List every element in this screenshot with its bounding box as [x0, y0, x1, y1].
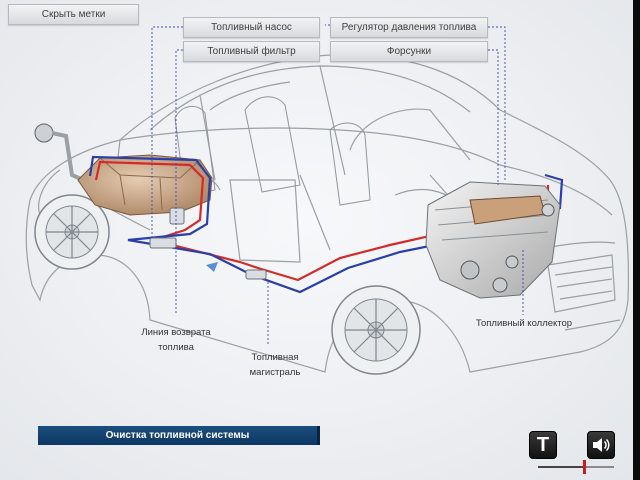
fuel-line-label: Топливная магистраль	[232, 350, 318, 380]
sound-button[interactable]	[587, 431, 615, 459]
rear-wheel	[34, 194, 110, 270]
fuel-tank	[77, 154, 213, 216]
leader-lines	[151, 24, 524, 345]
section-title-bar: Очистка топливной системы	[38, 426, 320, 445]
fuel-filter-unit	[149, 207, 267, 280]
flow-arrow	[206, 262, 218, 272]
return-line-label-line1: Линия возврата	[141, 327, 211, 338]
volume-slider-fill	[538, 466, 584, 468]
fuel-filler	[34, 123, 89, 184]
text-toggle-button[interactable]: T	[529, 431, 557, 459]
fuel-filter-button[interactable]: Топливный фильтр	[183, 41, 320, 62]
right-edge-bar	[633, 0, 640, 480]
volume-slider[interactable]	[538, 460, 614, 474]
injectors-button[interactable]: Форсунки	[330, 41, 488, 62]
seats	[174, 96, 371, 206]
return-line-label: Линия возврата топлива	[124, 325, 228, 355]
fuel-line-label-line2: магистраль	[249, 367, 301, 378]
fuel-pressure-regulator-button[interactable]: Регулятор давления топлива	[330, 17, 488, 38]
fuel-line-label-line1: Топливная	[251, 352, 299, 363]
volume-slider-thumb[interactable]	[582, 460, 586, 474]
speaker-icon	[593, 438, 610, 452]
fuel-rail-label: Топливный коллектор	[475, 318, 573, 329]
fuel-pump-button[interactable]: Топливный насос	[183, 17, 320, 38]
front-wheel	[331, 285, 421, 375]
engine	[425, 181, 561, 299]
text-toggle-icon: T	[536, 434, 550, 456]
hide-labels-button[interactable]: Скрыть метки	[8, 4, 139, 25]
return-line-label-line2: топлива	[158, 342, 194, 353]
